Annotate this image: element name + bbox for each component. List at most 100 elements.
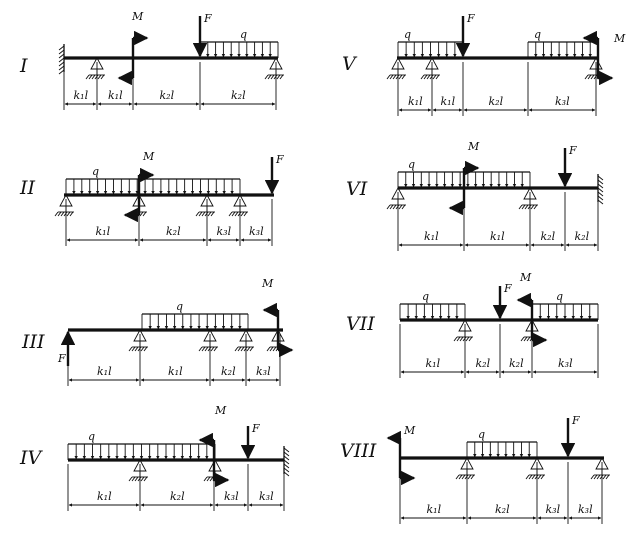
moment-M [582, 30, 614, 86]
dimension-label: k₂l [509, 357, 524, 370]
dimension-label: k₁l [427, 503, 442, 516]
force-label-F: F [203, 12, 212, 25]
dimension-label: k₃l [256, 365, 271, 378]
force-label-F: F [251, 422, 260, 435]
dimension-label: k₃l [249, 225, 264, 238]
dimension-label: k₂l [166, 225, 181, 238]
force-label-F: F [571, 414, 580, 427]
force-label-F: F [275, 153, 284, 166]
load-label-q: q [88, 430, 95, 443]
load-label-q: q [408, 158, 415, 171]
dimension-label: k₁l [108, 89, 123, 102]
dimension-label: k₁l [96, 225, 111, 238]
distributed-load-q [67, 443, 216, 460]
dimension-label: k₂l [160, 89, 175, 102]
dimension-label: k₁l [168, 365, 183, 378]
dimension-label: k₃l [558, 357, 573, 370]
distributed-load-q [199, 41, 279, 58]
pin-support [195, 194, 215, 217]
distributed-load-q [65, 178, 241, 195]
dimension-label: k₁l [408, 95, 423, 108]
force-label-F: F [57, 352, 66, 365]
load-label-q: q [422, 290, 429, 303]
dimension-label: k₃l [578, 503, 593, 516]
dimension-label: k₃l [224, 490, 239, 503]
dimension-label: k₂l [221, 365, 236, 378]
dimension-label: k₁l [426, 357, 441, 370]
load-label-q: q [240, 28, 247, 41]
dimension-label: k₃l [217, 225, 232, 238]
pin-support [455, 457, 475, 480]
dimension-label: k₁l [97, 490, 112, 503]
load-label-q: q [404, 28, 411, 41]
force-label-F: F [466, 12, 475, 25]
dimension-line [67, 334, 281, 386]
moment-label-M: M [131, 10, 144, 23]
moment-M [386, 430, 416, 486]
scheme-number: I [19, 55, 28, 77]
dimension-line [67, 464, 285, 511]
pin-support [386, 57, 406, 80]
scheme-I: I M Fq k₁l k₁l k₂l k₂l [19, 10, 284, 110]
dimension-label: k₁l [97, 365, 112, 378]
dimension-label: k₂l [495, 503, 510, 516]
distributed-load-q [466, 441, 538, 458]
moment-label-M: M [613, 32, 626, 45]
load-label-q: q [176, 300, 183, 313]
dimension-label: k₁l [490, 230, 505, 243]
load-label-q: q [534, 28, 541, 41]
pin-support [518, 187, 538, 210]
pin-support [234, 329, 254, 352]
dimension-label: k₃l [259, 490, 274, 503]
fixed-support [58, 44, 65, 75]
pin-support [266, 329, 286, 352]
scheme-number: III [21, 331, 45, 353]
dimension-label: k₁l [441, 95, 456, 108]
load-label-q: q [92, 165, 99, 178]
moment-label-M: M [519, 271, 532, 284]
pin-support [264, 57, 284, 80]
pin-support [198, 329, 218, 352]
scheme-number: VIII [340, 440, 377, 462]
distributed-load-q [399, 303, 466, 320]
distributed-load-q [531, 303, 599, 320]
dimension-line [397, 62, 597, 116]
pin-support [128, 459, 148, 482]
fixed-support [283, 446, 290, 477]
moment-label-M: M [467, 140, 480, 153]
dimension-label: k₂l [231, 89, 246, 102]
scheme-number: IV [19, 447, 44, 469]
dimension-line [397, 192, 599, 251]
force-label-F: F [568, 144, 577, 157]
pin-support [128, 329, 148, 352]
dimension-label: k₁l [74, 89, 89, 102]
dimension-label: k₂l [489, 95, 504, 108]
load-label-q: q [556, 290, 563, 303]
dimension-label: k₂l [170, 490, 185, 503]
distributed-load-q [141, 313, 249, 330]
pin-support [127, 194, 147, 217]
pin-support [590, 457, 610, 480]
force-label-F: F [503, 282, 512, 295]
pin-support [386, 187, 406, 210]
dimension-label: k₃l [555, 95, 570, 108]
pin-support [228, 194, 248, 217]
dimension-line [65, 199, 273, 246]
pin-support [520, 319, 540, 342]
pin-support [584, 57, 604, 80]
dimension-label: k₁l [424, 230, 439, 243]
dimension-line [63, 62, 277, 110]
scheme-number: V [342, 53, 358, 75]
moment-label-M: M [142, 150, 155, 163]
scheme-number: II [19, 177, 36, 199]
dimension-label: k₂l [541, 230, 556, 243]
pin-support [85, 57, 105, 80]
moment-label-M: M [403, 424, 416, 437]
dimension-label: k₂l [476, 357, 491, 370]
